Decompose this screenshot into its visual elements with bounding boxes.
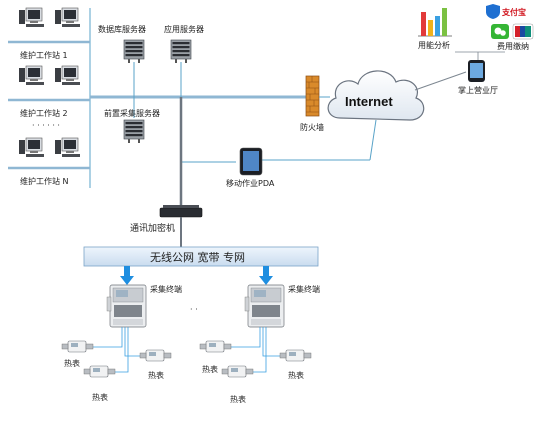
energy-analysis-label: 用能分析 (418, 40, 450, 50)
heat-meter-icon (139, 349, 172, 362)
pda-to-internet-link-up (369, 119, 377, 161)
workstation-computer-icon (54, 137, 81, 158)
meter-wire (110, 327, 129, 373)
meter-wiring (90, 327, 280, 373)
alipay-shield-icon (486, 4, 500, 19)
frontend-server: 前置采集服务器 (104, 108, 160, 144)
wan-bar-box (83, 246, 319, 267)
arrow-down-icon (259, 266, 273, 285)
unionpay-stripe (520, 26, 525, 37)
wan-bar-label: 无线公网 宽带 专网 (150, 250, 245, 264)
workstation-group: 维护工作站 1 维护工作站 2 · · · · · · 维护工作站 N (8, 7, 91, 188)
meter-wire (124, 327, 140, 357)
encryptor: 通讯加密机 (130, 205, 203, 234)
collector-terminal-icon (106, 284, 147, 328)
wan-bar: 无线公网 宽带 专网 (83, 246, 319, 267)
internet-cloud: Internet (327, 70, 425, 121)
mobile-hall-screen (470, 63, 483, 78)
collector-left-label: 采集终端 (150, 284, 182, 294)
frontend-server-icon (123, 119, 145, 144)
downlink-arrows (120, 266, 273, 285)
workstation-label-2: 维护工作站 2 (20, 108, 68, 118)
database-server: 数据库服务器 (98, 24, 146, 64)
wechat-bubble (494, 27, 502, 35)
encryptor-icon (159, 207, 203, 218)
database-server-label: 数据库服务器 (98, 24, 146, 34)
wechat-bubble (500, 30, 506, 36)
payment: 费用缴纳 (491, 23, 534, 51)
meter-label: 热表 (230, 394, 246, 404)
collector-right: 采集终端 (244, 284, 320, 328)
workstation-computer-icon (18, 65, 45, 86)
firewall-label: 防火墙 (300, 122, 324, 132)
encryptor-top (163, 205, 199, 208)
meter-label: 热表 (288, 370, 304, 380)
alipay-label: 支付宝 (501, 7, 526, 17)
workstation-label-n: 维护工作站 N (20, 176, 69, 186)
mobile-hall-label: 掌上营业厅 (458, 85, 498, 95)
collector-left: 采集终端 (106, 284, 182, 328)
energy-analysis: 用能分析 (418, 8, 452, 50)
internet-to-mobile-hall-link (414, 71, 467, 91)
arrow-down-icon (120, 266, 134, 285)
mobile-pda: 移动作业PDA (226, 147, 275, 188)
firewall-brick-lines (306, 76, 319, 113)
internet-label: Internet (345, 94, 393, 109)
mobile-hall: 掌上营业厅 (458, 60, 498, 95)
heat-meter-icon (221, 365, 254, 378)
encryptor-label: 通讯加密机 (130, 222, 175, 234)
workstation-computer-icon (18, 7, 45, 28)
frontend-server-label: 前置采集服务器 (104, 108, 160, 118)
collector-ellipsis: · · (190, 305, 198, 314)
meter-wire (90, 327, 123, 348)
mobile-pda-screen (243, 151, 259, 171)
application-server-icon (170, 39, 192, 64)
unionpay-stripe (525, 26, 531, 37)
database-server-icon (123, 39, 145, 64)
meters-right: 热表 热表 热表 (199, 340, 312, 404)
energy-chart-bar (442, 8, 447, 36)
application-server-label: 应用服务器 (164, 24, 204, 34)
workstation-computer-icon (18, 137, 45, 158)
heat-meter-icon (83, 365, 116, 378)
application-server: 应用服务器 (164, 24, 204, 64)
collector-terminal-icon (244, 284, 285, 328)
meters-left: 热表 热表 热表 (61, 340, 172, 402)
alipay: 支付宝 (486, 4, 526, 19)
heat-meter-icon (199, 340, 232, 353)
energy-chart-bar (421, 12, 426, 36)
heat-meter-icon (279, 349, 312, 362)
energy-chart-bar (435, 16, 440, 36)
workstation-computer-icon (54, 7, 81, 28)
meter-label: 热表 (64, 358, 80, 368)
mobile-pda-label: 移动作业PDA (226, 178, 275, 188)
workstation-computer-icon (54, 65, 81, 86)
internet-cloud-icon (327, 70, 425, 121)
payment-label: 费用缴纳 (497, 41, 529, 51)
meter-label: 热表 (92, 392, 108, 402)
meter-wire (228, 327, 261, 348)
meter-wire (248, 327, 267, 373)
meter-wire (262, 327, 280, 357)
workstation-label-1: 维护工作站 1 (20, 50, 68, 60)
collector-right-label: 采集终端 (288, 284, 320, 294)
meter-label: 热表 (202, 364, 218, 374)
firewall: 防火墙 (300, 75, 324, 132)
energy-chart-bar (428, 20, 433, 36)
workstation-ellipsis: · · · · · · (32, 121, 60, 130)
unionpay-stripe (515, 26, 520, 37)
heat-meter-icon (61, 340, 94, 353)
meter-label: 热表 (148, 370, 164, 380)
